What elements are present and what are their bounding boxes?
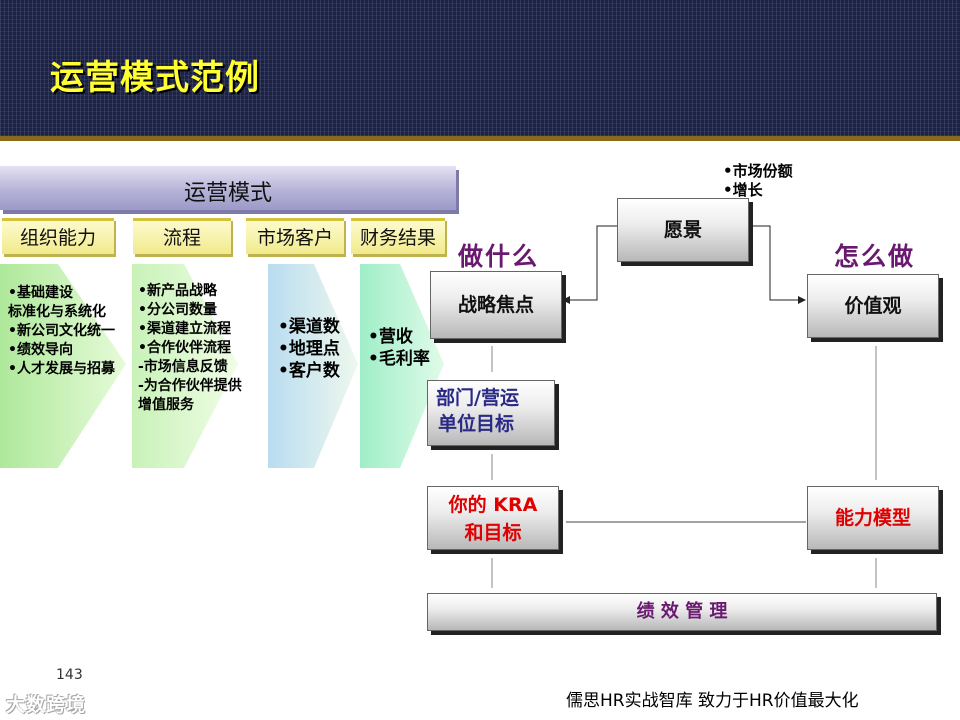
list-item: •新公司文化统一 [8, 323, 115, 339]
list-item: •绩效导向 [8, 342, 73, 358]
arrowhead-left-icon [562, 296, 570, 304]
vision-box: 愿景 [617, 198, 749, 262]
list-item: •基础建设 [8, 285, 73, 301]
list-item: •合作伙伴流程 [138, 340, 231, 356]
list-item: •渠道数 [278, 317, 340, 337]
arrow-market: •渠道数 •地理点 •客户数 [268, 256, 360, 474]
dept-goals-box: 部门/营运 单位目标 [427, 380, 555, 446]
page-title: 运营模式范例 [50, 58, 260, 98]
footer-text: 儒思HR实战智库 致力于HR价值最大化 [566, 691, 859, 711]
list-item: •新产品战略 [138, 283, 217, 299]
tab-market: 市场客户 [246, 218, 344, 254]
tab-finance: 财务结果 [351, 218, 445, 254]
kra-line2: 和目标 [464, 522, 522, 544]
operating-model-banner: 运营模式 [0, 166, 456, 210]
competency-box: 能力模型 [807, 486, 939, 550]
list-item: •分公司数量 [138, 302, 217, 318]
performance-box: 绩 效 管 理 [427, 593, 937, 631]
arrowhead-right-icon [798, 296, 806, 304]
list-item: •营收 [368, 327, 413, 347]
list-item: •渠道建立流程 [138, 321, 231, 337]
list-item: •增长 [723, 181, 763, 199]
kra-line1: 你的 KRA [448, 494, 538, 516]
vision-to-strategy-connector [568, 225, 617, 301]
banner-label: 运营模式 [183, 181, 272, 206]
market-list: •渠道数 •地理点 •客户数 [278, 316, 340, 382]
watermark-logo: 大数跨境 [6, 694, 87, 716]
dept-goals-line1: 部门/营运 [436, 387, 519, 409]
tab-process: 流程 [133, 218, 231, 254]
list-item: 增值服务 [138, 397, 194, 413]
arrow-organization: •基础建设 标准化与系统化 •新公司文化统一 •绩效导向 •人才发展与招募 [0, 256, 128, 474]
list-item: -为合作伙伴提供 [138, 378, 242, 394]
dept-goals-line2: 单位目标 [438, 413, 515, 435]
what-heading: 做什么 [458, 242, 540, 271]
list-item: •客户数 [278, 361, 340, 381]
arrow-process: •新产品战略 •分公司数量 •渠道建立流程 •合作伙伴流程 -市场信息反馈 -为… [132, 256, 242, 474]
list-item: •市场份额 [723, 162, 793, 180]
organization-list: •基础建设 标准化与系统化 •新公司文化统一 •绩效导向 •人才发展与招募 [8, 284, 115, 379]
finance-list: •营收 •毛利率 [368, 326, 430, 370]
list-item: •人才发展与招募 [8, 361, 115, 377]
list-item: -市场信息反馈 [138, 359, 228, 375]
arrow-finance: •营收 •毛利率 [360, 256, 446, 474]
header-divider [0, 136, 960, 141]
kra-box: 你的 KRA 和目标 [427, 486, 559, 550]
strategy-box: 战略焦点 [430, 271, 562, 339]
list-item: 标准化与系统化 [8, 304, 106, 320]
header-band [0, 0, 960, 136]
tab-organization: 组织能力 [2, 218, 114, 254]
values-box: 价值观 [807, 274, 939, 338]
list-item: •地理点 [278, 339, 340, 359]
how-heading: 怎么做 [834, 242, 916, 271]
vision-notes: •市场份额 •增长 [723, 162, 793, 200]
process-list: •新产品战略 •分公司数量 •渠道建立流程 •合作伙伴流程 -市场信息反馈 -为… [138, 282, 242, 415]
vision-to-values-connector [748, 225, 800, 301]
list-item: •毛利率 [368, 349, 430, 369]
page-number: 143 [56, 667, 83, 683]
